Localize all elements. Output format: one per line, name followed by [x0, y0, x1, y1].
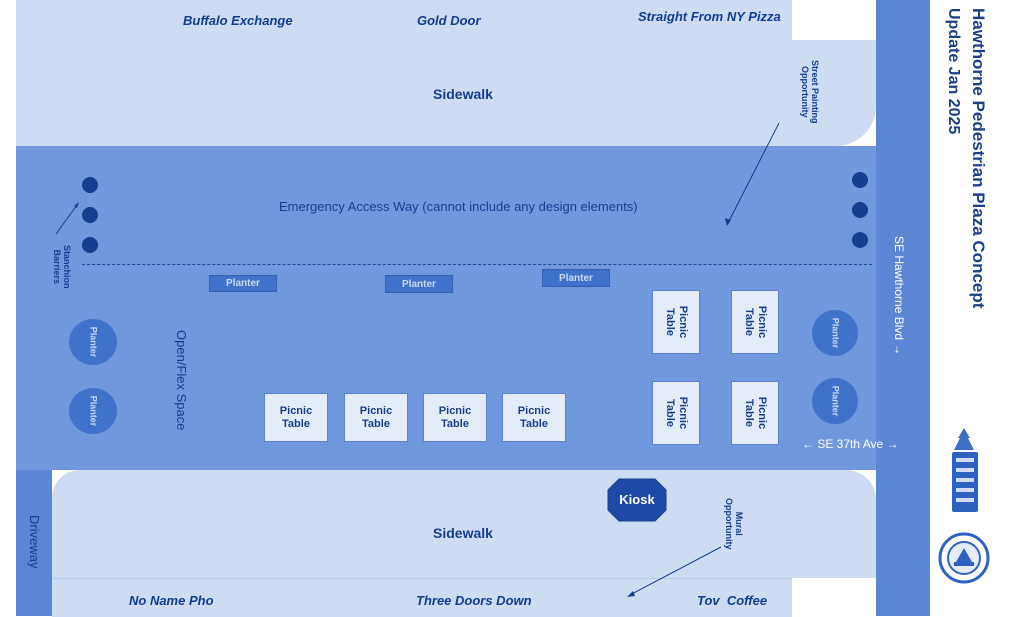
stanchion-barrier-dot	[852, 232, 868, 248]
planter-circle-label: Planter	[87, 395, 98, 427]
picnic-table-label: Picnic Table	[664, 396, 689, 430]
stanchion-barrier-dot	[82, 207, 98, 223]
bottom-sidewalk	[52, 470, 876, 578]
picnic-table: Picnic Table	[423, 393, 487, 442]
planter-rect: Planter	[542, 269, 610, 287]
picnic-table-label: Picnic Table	[517, 404, 551, 430]
business-gold-door: Gold Door	[417, 13, 481, 28]
stanchion-barrier-dot	[82, 237, 98, 253]
planter-circle-label: Planter	[829, 385, 840, 417]
planter-circle-label: Planter	[829, 317, 840, 349]
picnic-table: Picnic Table	[502, 393, 566, 442]
street-painting-label: Street Painting Opportunity	[800, 60, 820, 124]
planter-circle: Planter	[812, 310, 858, 356]
top-sidewalk-label: Sidewalk	[433, 86, 493, 102]
se-37th-ave-label: ← SE 37th Ave →	[802, 437, 899, 451]
picnic-table-label: Picnic Table	[438, 404, 472, 430]
planter-circle: Planter	[812, 378, 858, 424]
picnic-table-label: Picnic Table	[664, 305, 689, 339]
picnic-table: Picnic Table	[731, 290, 779, 354]
emergency-access-label: Emergency Access Way (cannot include any…	[279, 199, 638, 214]
picnic-table: Picnic Table	[344, 393, 408, 442]
planter-rect: Planter	[385, 275, 453, 293]
kiosk-label: Kiosk	[619, 492, 655, 507]
business-straight-from-ny-pizza: Straight From NY Pizza	[638, 9, 781, 24]
picnic-table-label: Picnic Table	[279, 404, 313, 430]
stanchion-barrier-dot	[82, 177, 98, 193]
portland-city-seal	[938, 532, 990, 584]
top-storefront-band	[16, 0, 792, 40]
planter-circle-label: Planter	[87, 326, 98, 358]
planter-rect: Planter	[209, 275, 277, 292]
open-flex-space-label: Open/Flex Space	[174, 330, 189, 431]
se-hawthorne-blvd-label: SE Hawthorne Blvd →	[892, 236, 906, 356]
stanchion-barriers-label: Stanchion Barriers	[52, 245, 72, 289]
kiosk-shape	[607, 478, 667, 522]
picnic-table-label: Picnic Table	[743, 396, 768, 430]
welcome-to-portland-logo	[948, 426, 980, 518]
stanchion-barrier-dot	[852, 172, 868, 188]
driveway-label: Driveway	[27, 515, 42, 569]
picnic-table-label: Picnic Table	[743, 305, 768, 339]
mural-opportunity-label: Mural Opportunity	[724, 498, 744, 550]
business-three-doors-down: Three Doors Down	[416, 593, 532, 608]
stanchion-barrier-dot	[852, 202, 868, 218]
business-buffalo-exchange: Buffalo Exchange	[183, 13, 293, 28]
bottom-storefront-band	[52, 578, 792, 617]
picnic-table: Picnic Table	[652, 290, 700, 354]
driveway-strip	[16, 470, 52, 616]
emergency-access-boundary	[82, 264, 872, 265]
page-subtitle: Update Jan 2025	[945, 8, 962, 135]
picnic-table: Picnic Table	[652, 381, 700, 445]
planter-circle: Planter	[69, 388, 117, 434]
right-road-strip	[876, 0, 930, 616]
picnic-table: Picnic Table	[731, 381, 779, 445]
business-tov-coffee: Tov Coffee	[697, 593, 768, 608]
picnic-table: Picnic Table	[264, 393, 328, 442]
business-no-name-pho: No Name Pho	[129, 593, 214, 608]
page-title: Hawthorne Pedestrian Plaza Concept	[969, 8, 988, 309]
planter-circle: Planter	[69, 319, 117, 365]
picnic-table-label: Picnic Table	[359, 404, 393, 430]
bottom-sidewalk-label: Sidewalk	[433, 525, 493, 541]
